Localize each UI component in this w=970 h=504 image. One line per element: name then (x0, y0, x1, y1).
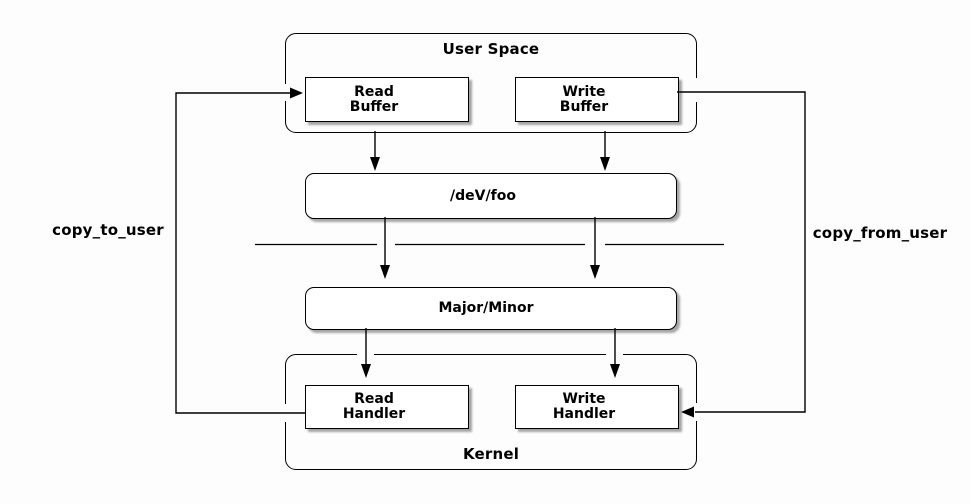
connector-writebuffer-to-devfoo (600, 131, 610, 171)
write-handler-label-line2: Handler (552, 406, 616, 422)
copy-to-user-label: copy_to_user (52, 221, 164, 239)
read-handler-label-line2: Handler (342, 406, 406, 422)
major-minor-node: Major/Minor (305, 287, 677, 330)
read-buffer-node: Read Buffer (305, 77, 469, 122)
connector-devfoo-to-majorminor-right (590, 217, 600, 279)
read-handler-node: Read Handler (305, 385, 469, 429)
arrow-down-icon (590, 265, 600, 279)
write-buffer-label-line1: Write (562, 83, 606, 100)
read-buffer-label-line2: Buffer (349, 98, 399, 115)
write-buffer-node: Write Buffer (515, 77, 679, 122)
copy-from-user-label: copy_from_user (812, 224, 948, 242)
arrow-down-icon (600, 157, 610, 171)
write-handler-label-line1: Write (562, 391, 606, 407)
read-buffer-label-line1: Read (354, 83, 394, 100)
connector-devfoo-to-majorminor-left (380, 217, 390, 279)
write-buffer-label-line2: Buffer (559, 98, 609, 115)
arrow-down-icon (370, 157, 380, 171)
connector-readbuffer-to-devfoo (370, 131, 380, 171)
read-handler-label-line1: Read (354, 391, 394, 407)
dev-foo-label: /deV/foo (450, 187, 516, 204)
major-minor-label: Major/Minor (438, 300, 534, 316)
arrow-down-icon (380, 265, 390, 279)
kernel-title: Kernel (462, 445, 520, 463)
user-space-title: User Space (442, 40, 540, 58)
dev-foo-node: /deV/foo (305, 173, 677, 219)
write-handler-node: Write Handler (515, 385, 679, 429)
